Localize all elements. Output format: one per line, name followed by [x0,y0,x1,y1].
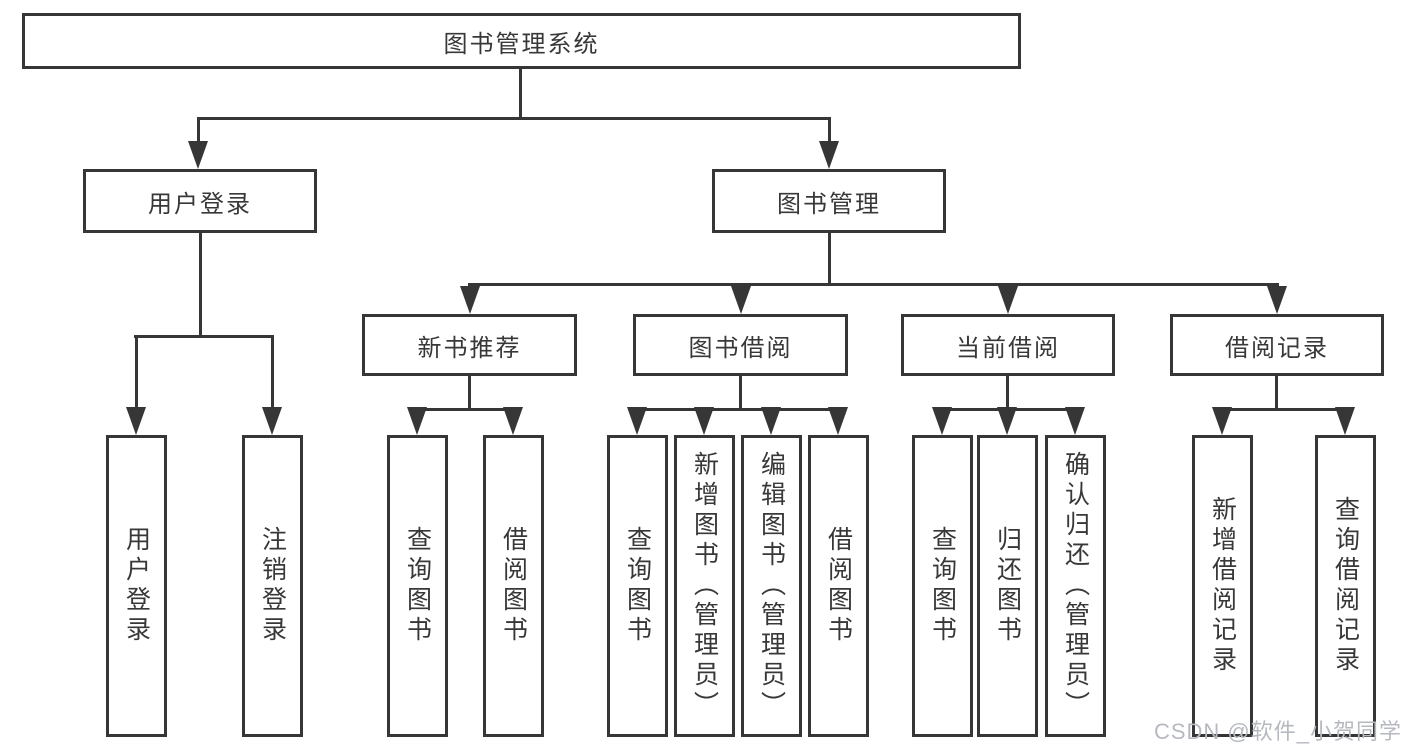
connector-line [1275,376,1278,411]
node-new-book-recommend: 新书推荐 [362,314,577,376]
arrow-down-icon [761,407,781,435]
connector-line [828,117,831,145]
arrow-down-icon [997,407,1017,435]
node-book-borrow: 图书借阅 [633,314,848,376]
arrow-down-icon [828,407,848,435]
node-book-management: 图书管理 [712,169,946,233]
csdn-watermark: CSDN @软件_小贺同学 [1153,719,1402,744]
connector-line [415,408,515,411]
node-leaf-add-books-admin: 新增图书（管理员） [674,435,735,737]
arrow-down-icon [932,407,952,435]
arrow-down-icon [126,407,146,435]
arrow-down-icon [819,141,839,169]
node-library-management-system: 图书管理系统 [22,13,1021,69]
node-leaf-query-borrow-record: 查询借阅记录 [1315,435,1376,737]
connector-line [134,335,274,338]
connector-line [468,283,1279,286]
node-leaf-confirm-return-admin: 确认归还（管理员） [1045,435,1106,737]
node-leaf-current-query-books: 查询图书 [912,435,973,737]
node-leaf-edit-books-admin: 编辑图书（管理员） [741,435,802,737]
arrow-down-icon [731,286,751,314]
arrow-down-icon [998,286,1018,314]
connector-line [468,376,471,411]
connector-line [271,335,274,411]
node-leaf-recommend-query-books: 查询图书 [387,435,448,737]
node-leaf-logout: 注销登录 [242,435,303,737]
arrow-down-icon [1267,286,1287,314]
arrow-down-icon [503,407,523,435]
arrow-down-icon [460,286,480,314]
arrow-down-icon [262,407,282,435]
connector-line [739,376,742,411]
arrow-down-icon [1212,407,1232,435]
node-leaf-recommend-borrow-books: 借阅图书 [483,435,544,737]
arrow-down-icon [694,407,714,435]
connector-line [1220,408,1347,411]
node-leaf-return-books: 归还图书 [977,435,1038,737]
connector-line [1006,376,1009,411]
node-leaf-borrow-borrow-books: 借阅图书 [808,435,869,737]
connector-line [635,408,840,411]
connector-line [828,233,831,286]
node-leaf-add-borrow-record: 新增借阅记录 [1192,435,1253,737]
connector-line [135,335,138,411]
node-user-login: 用户登录 [83,169,317,233]
node-current-borrow: 当前借阅 [901,314,1115,376]
connector-line [197,117,200,145]
arrow-down-icon [1335,407,1355,435]
arrow-down-icon [407,407,427,435]
connector-line [519,69,522,118]
node-leaf-user-login: 用户登录 [106,435,167,737]
connector-line [197,117,831,120]
node-leaf-borrow-query-books: 查询图书 [607,435,668,737]
arrow-down-icon [1065,407,1085,435]
node-borrow-records: 借阅记录 [1170,314,1384,376]
arrow-down-icon [627,407,647,435]
arrow-down-icon [188,141,208,169]
connector-line [199,233,202,338]
